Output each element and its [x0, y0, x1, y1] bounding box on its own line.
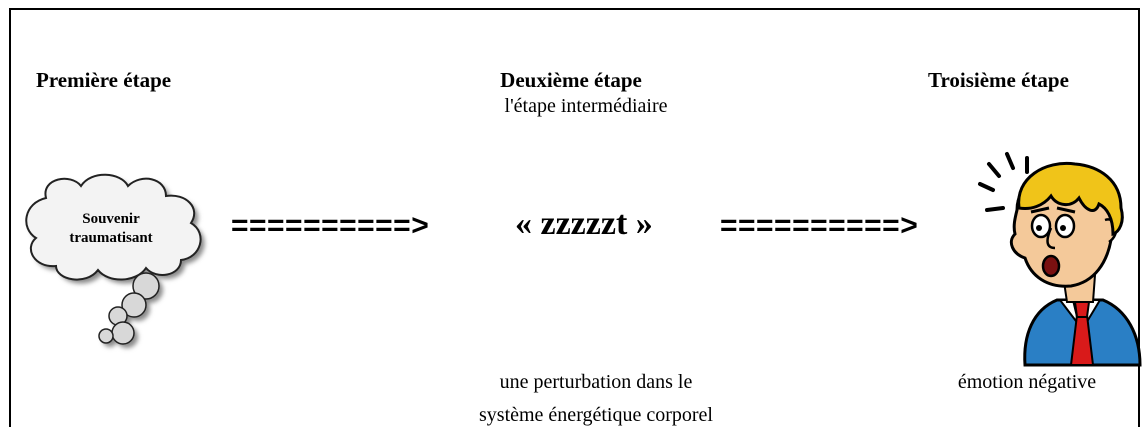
step-2-title: Deuxième étape: [500, 68, 642, 92]
step-2-subtitle: l'étape intermédiaire: [504, 95, 668, 117]
step-3-title: Troisième étape: [928, 68, 1069, 92]
bubble-text-line1: Souvenir: [82, 211, 140, 227]
middle-description: une perturbation dans le système énergét…: [431, 366, 761, 432]
bubble-text-line2: traumatisant: [69, 230, 152, 246]
middle-description-line2: système énergétique corporel: [479, 404, 713, 426]
zzzzzt-label: « zzzzzt »: [515, 205, 653, 242]
left-arrow: ==========>: [231, 209, 430, 242]
right-description: émotion négative: [957, 371, 1097, 393]
right-arrow: ==========>: [720, 209, 919, 242]
shocked-man-icon: [978, 152, 1142, 367]
middle-description-line1: une perturbation dans le: [499, 371, 693, 393]
diagram-frame: [9, 8, 1140, 427]
step-1-title: Première étape: [36, 68, 172, 92]
thought-bubble-icon: Souvenir traumatisant: [25, 173, 205, 348]
